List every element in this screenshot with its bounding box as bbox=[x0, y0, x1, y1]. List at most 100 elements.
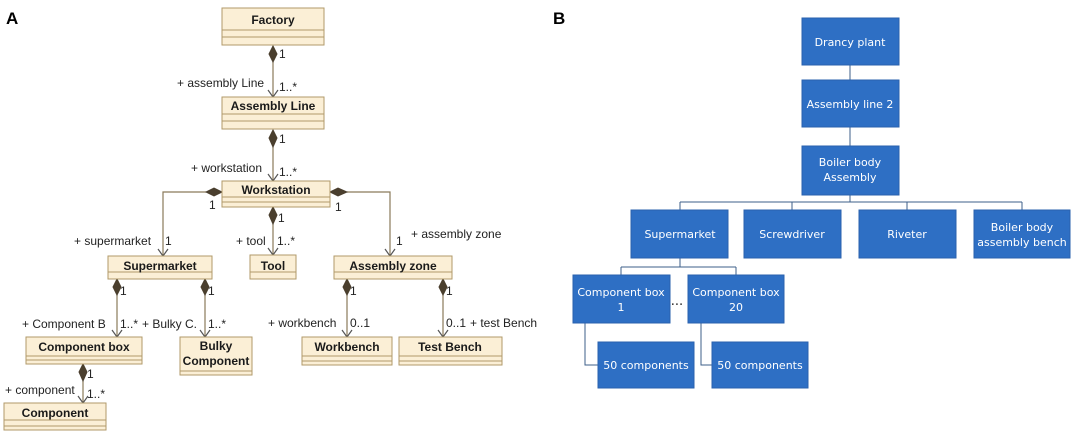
org-node-supermarket: Supermarket bbox=[630, 209, 729, 259]
svg-text:Assembly: Assembly bbox=[823, 171, 877, 184]
composition-diamond bbox=[268, 128, 278, 149]
composition-diamond bbox=[204, 187, 224, 197]
multiplicity: 1 bbox=[335, 200, 342, 214]
org-connector bbox=[620, 258, 737, 275]
uml-class-bulky-component: Bulky Component bbox=[179, 336, 253, 376]
composition-diamond bbox=[268, 44, 278, 64]
org-connector bbox=[700, 323, 712, 366]
multiplicity: 0..1 bbox=[446, 316, 466, 330]
multiplicity: 1 bbox=[350, 284, 357, 298]
role-label: + supermarket bbox=[74, 234, 152, 248]
org-node-assembly-line-2: Assembly line 2 bbox=[801, 79, 900, 128]
uml-class-factory: Factory bbox=[221, 7, 325, 46]
uml-class-test-bench: Test Bench bbox=[398, 336, 503, 366]
svg-text:Boiler body: Boiler body bbox=[991, 221, 1054, 234]
multiplicity: 1 bbox=[87, 367, 94, 381]
role-label: + Component B bbox=[22, 317, 106, 331]
svg-text:1: 1 bbox=[618, 301, 625, 314]
class-name: Bulky bbox=[200, 339, 233, 353]
class-name: Assembly zone bbox=[349, 259, 437, 273]
multiplicity: 1 bbox=[120, 284, 127, 298]
uml-class-workbench: Workbench bbox=[301, 336, 393, 366]
class-name: Tool bbox=[261, 259, 285, 273]
org-node-boiler-body-assembly: Boiler body Assembly bbox=[801, 145, 900, 196]
svg-text:assembly bench: assembly bench bbox=[977, 236, 1067, 249]
multiplicity: 1..* bbox=[120, 317, 138, 331]
multiplicity: 1..* bbox=[279, 165, 297, 179]
multiplicity: 1..* bbox=[208, 317, 226, 331]
svg-text:Component box: Component box bbox=[577, 286, 665, 299]
svg-text:Drancy plant: Drancy plant bbox=[815, 36, 887, 49]
org-node-50-components-2: 50 components bbox=[711, 341, 809, 389]
svg-text:Screwdriver: Screwdriver bbox=[759, 228, 825, 241]
class-name: Component bbox=[22, 406, 89, 420]
role-label: + assembly zone bbox=[411, 227, 502, 241]
multiplicity: 1 bbox=[446, 284, 453, 298]
class-name: Workbench bbox=[314, 340, 379, 354]
multiplicity: 0..1 bbox=[350, 316, 370, 330]
panel-label-a: A bbox=[6, 9, 18, 28]
composition-diamond bbox=[328, 187, 349, 197]
org-connector bbox=[584, 323, 598, 366]
class-name: Test Bench bbox=[418, 340, 482, 354]
svg-text:50 components: 50 components bbox=[717, 359, 803, 372]
composition-diamond bbox=[342, 277, 352, 297]
org-node-riveter: Riveter bbox=[858, 209, 957, 259]
multiplicity: 1 bbox=[208, 284, 215, 298]
multiplicity: 1 bbox=[396, 234, 403, 248]
composition-diamond bbox=[78, 362, 88, 383]
role-label: + test Bench bbox=[470, 316, 537, 330]
svg-text:Supermarket: Supermarket bbox=[644, 228, 716, 241]
svg-text:50 components: 50 components bbox=[603, 359, 689, 372]
org-node-boiler-body-assembly-bench: Boiler body assembly bench bbox=[973, 209, 1071, 259]
class-name: Component bbox=[183, 354, 250, 368]
org-node-component-box-20: Component box 20 bbox=[687, 274, 785, 324]
composition-diamond bbox=[268, 205, 278, 226]
uml-class-supermarket: Supermarket bbox=[107, 255, 213, 280]
uml-class-assembly-zone: Assembly zone bbox=[333, 255, 453, 280]
multiplicity: 1..* bbox=[277, 234, 295, 248]
multiplicity: 1 bbox=[165, 234, 172, 248]
role-label: + component bbox=[5, 383, 75, 397]
multiplicity: 1 bbox=[279, 132, 286, 146]
multiplicity: 1..* bbox=[279, 80, 297, 94]
class-name: Factory bbox=[251, 13, 295, 27]
panel-label-b: B bbox=[553, 9, 565, 28]
svg-text:20: 20 bbox=[729, 301, 743, 314]
composition-diamond bbox=[200, 277, 210, 297]
multiplicity: 1 bbox=[279, 47, 286, 61]
composition-diamond bbox=[438, 277, 448, 297]
role-label: + workstation bbox=[191, 161, 262, 175]
svg-text:Boiler body: Boiler body bbox=[819, 156, 882, 169]
class-name: Assembly Line bbox=[231, 99, 316, 113]
uml-class-workstation: Workstation bbox=[221, 180, 331, 208]
uml-class-component-box: Component box bbox=[25, 336, 143, 365]
class-name: Supermarket bbox=[123, 259, 196, 273]
svg-text:Component box: Component box bbox=[692, 286, 780, 299]
composition-diamond bbox=[112, 277, 122, 297]
role-label: + workbench bbox=[268, 316, 336, 330]
org-node-component-box-1: Component box 1 bbox=[572, 274, 671, 324]
assoc-workstation-supermarket bbox=[162, 191, 206, 255]
multiplicity: 1 bbox=[278, 211, 285, 225]
role-label: + Bulky C. bbox=[142, 317, 197, 331]
role-label: + assembly Line bbox=[177, 76, 264, 90]
class-name: Component box bbox=[38, 340, 130, 354]
org-node-drancy-plant: Drancy plant bbox=[801, 17, 900, 66]
org-node-50-components-1: 50 components bbox=[597, 341, 695, 389]
class-name: Workstation bbox=[241, 183, 310, 197]
role-label: + tool bbox=[236, 234, 266, 248]
org-connector bbox=[679, 195, 1023, 210]
svg-text:Assembly line 2: Assembly line 2 bbox=[807, 98, 894, 111]
assoc-workstation-assembly-zone bbox=[347, 191, 391, 255]
org-ellipsis: ... bbox=[671, 294, 683, 309]
uml-class-tool: Tool bbox=[249, 254, 297, 280]
uml-class-assembly-line: Assembly Line bbox=[221, 96, 325, 130]
multiplicity: 1..* bbox=[87, 387, 105, 401]
uml-class-component: Component bbox=[3, 402, 107, 431]
org-node-screwdriver: Screwdriver bbox=[743, 209, 842, 259]
multiplicity: 1 bbox=[209, 198, 216, 212]
svg-text:Riveter: Riveter bbox=[887, 228, 927, 241]
